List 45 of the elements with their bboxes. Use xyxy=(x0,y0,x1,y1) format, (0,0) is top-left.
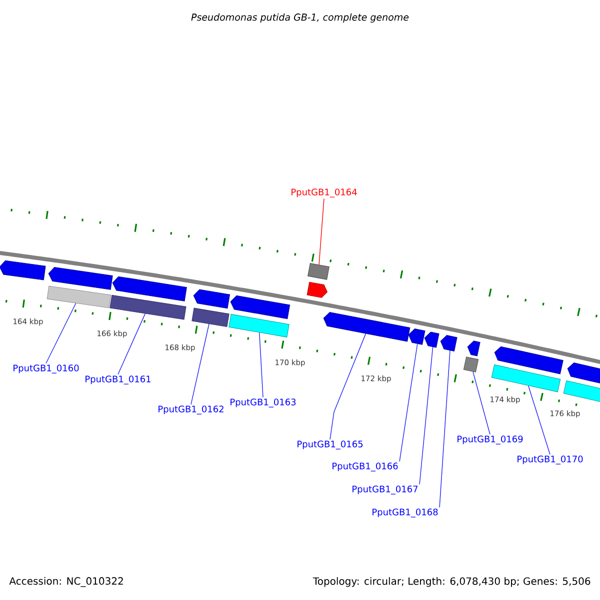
gene-block xyxy=(440,335,458,352)
gene-block xyxy=(323,312,410,342)
gene-block xyxy=(494,346,564,374)
gene-block xyxy=(408,328,426,345)
genome-info-text: Topology: circular; Length: 6,078,430 bp; Genes: 5,506 xyxy=(312,577,590,587)
gene-box xyxy=(228,314,290,338)
gene-box xyxy=(463,356,479,372)
gene-box xyxy=(110,294,186,320)
leader-line xyxy=(528,385,550,455)
leader-line xyxy=(46,302,76,364)
gene-label: PputGB1_0164 xyxy=(292,188,357,198)
gene-box xyxy=(308,263,330,280)
gene-box xyxy=(46,286,112,308)
leader-line xyxy=(399,344,418,462)
gene-block xyxy=(0,260,46,280)
gene-label: PputGB1_0168 xyxy=(372,508,438,518)
gene-label: PputGB1_0162 xyxy=(158,406,224,414)
accession-text: Accession: NC_010322 xyxy=(9,577,123,587)
gene-label: PputGB1_0170 xyxy=(518,456,583,464)
gene-label: PputGB1_0161 xyxy=(86,376,150,384)
gene-label: PputGB1_0163 xyxy=(230,398,296,408)
title: Pseudomonas putida GB-1, complete genome xyxy=(191,13,409,23)
gene-block xyxy=(467,340,480,356)
leader-line xyxy=(439,350,450,508)
gene-box xyxy=(192,308,230,327)
gene-label: PputGB1_0165 xyxy=(298,440,363,450)
gene-block xyxy=(567,362,600,385)
gene-label: PputGB1_0169 xyxy=(458,436,523,444)
gene-box xyxy=(563,380,600,404)
gene-label: PputGB1_0167 xyxy=(352,486,418,494)
leader-line xyxy=(318,198,324,265)
leader-line xyxy=(259,332,264,398)
leader-line xyxy=(118,313,146,375)
leader-line xyxy=(190,324,210,405)
gene-block xyxy=(112,276,187,302)
gene-block xyxy=(48,267,113,290)
leader-line xyxy=(472,371,490,435)
gene-block xyxy=(306,282,328,298)
leader-line xyxy=(330,333,366,440)
gene-label: PputGB1_0160 xyxy=(14,364,79,374)
leader-line xyxy=(419,346,434,485)
gene-label: PputGB1_0166 xyxy=(332,462,398,472)
gene-block xyxy=(193,289,230,309)
gene-block xyxy=(424,332,440,348)
gene-box xyxy=(491,364,561,392)
